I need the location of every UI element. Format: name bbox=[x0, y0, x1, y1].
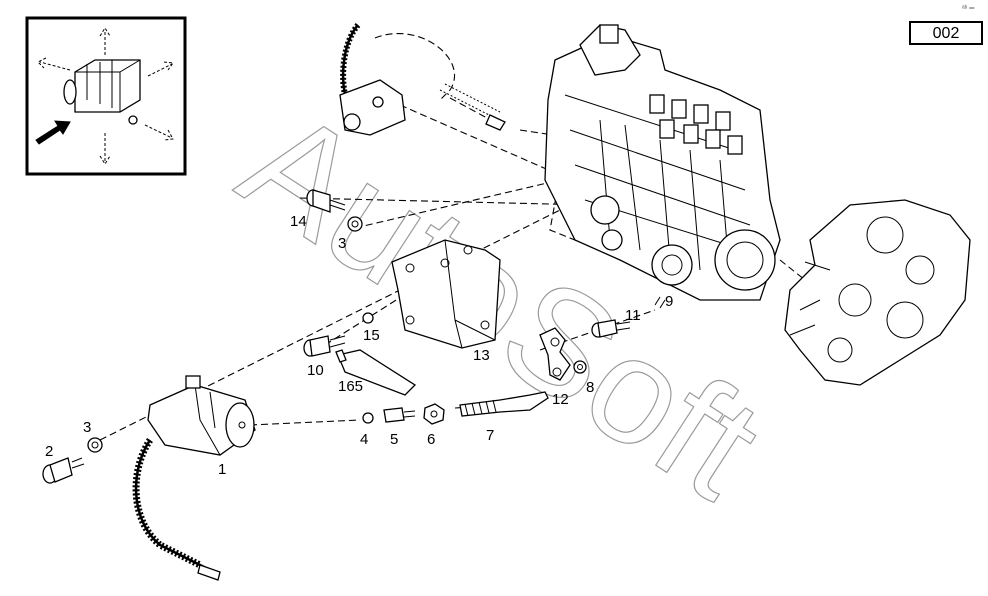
label-part-1: 1 bbox=[218, 461, 226, 478]
part-3-washer-upper bbox=[347, 216, 363, 232]
part-165-sealant-tube bbox=[335, 349, 417, 396]
gear-housing bbox=[784, 199, 971, 386]
part-15-washer bbox=[362, 312, 374, 324]
label-part-5: 5 bbox=[390, 431, 398, 448]
diagram-code-box: 002 bbox=[909, 21, 983, 45]
corner-mark: ᵃᵇ ═ bbox=[962, 5, 974, 12]
label-part-9: 9 bbox=[665, 293, 673, 310]
part-7-rod bbox=[459, 391, 549, 417]
part-1-solenoid bbox=[132, 375, 256, 581]
label-part-3-upper: 3 bbox=[338, 235, 346, 252]
part-11-bolt bbox=[591, 319, 631, 338]
part-9-pin bbox=[654, 296, 666, 309]
part-4-washer bbox=[362, 412, 374, 424]
part-5-stud bbox=[383, 407, 416, 423]
inset-engine-block-icon bbox=[63, 59, 141, 125]
inset-view bbox=[25, 16, 187, 176]
part-2-bolt bbox=[42, 457, 85, 484]
part-13-bracket bbox=[391, 239, 501, 349]
part-10-bolt bbox=[303, 335, 346, 357]
part-14-bolt bbox=[306, 189, 346, 213]
part-3-washer-lower bbox=[87, 437, 103, 453]
part-labels: 1 2 3 3 4 5 6 7 8 9 10 11 12 13 14 15 16… bbox=[45, 213, 673, 478]
part-8-washer bbox=[573, 360, 587, 374]
label-part-6: 6 bbox=[427, 431, 435, 448]
label-part-11: 11 bbox=[625, 307, 641, 324]
label-part-8: 8 bbox=[586, 379, 594, 396]
label-part-14: 14 bbox=[290, 213, 307, 230]
inset-dashed-arrows bbox=[37, 27, 174, 165]
label-part-2: 2 bbox=[45, 443, 53, 460]
label-part-3-lower: 3 bbox=[83, 419, 91, 436]
label-part-15: 15 bbox=[363, 327, 380, 344]
label-part-13: 13 bbox=[473, 347, 490, 364]
upper-cable-assembly bbox=[339, 23, 506, 136]
label-part-10: 10 bbox=[307, 362, 324, 379]
pump-fittings bbox=[649, 94, 743, 155]
diagram-code: 002 bbox=[933, 25, 960, 42]
inset-solid-arrow bbox=[35, 120, 71, 145]
part-6-nut bbox=[423, 403, 445, 425]
label-part-4: 4 bbox=[360, 431, 368, 448]
label-part-165: 165 bbox=[338, 378, 363, 395]
label-part-12: 12 bbox=[552, 391, 569, 408]
injection-pump bbox=[544, 24, 781, 301]
part-12-lever bbox=[539, 327, 571, 381]
label-part-7: 7 bbox=[486, 427, 494, 444]
